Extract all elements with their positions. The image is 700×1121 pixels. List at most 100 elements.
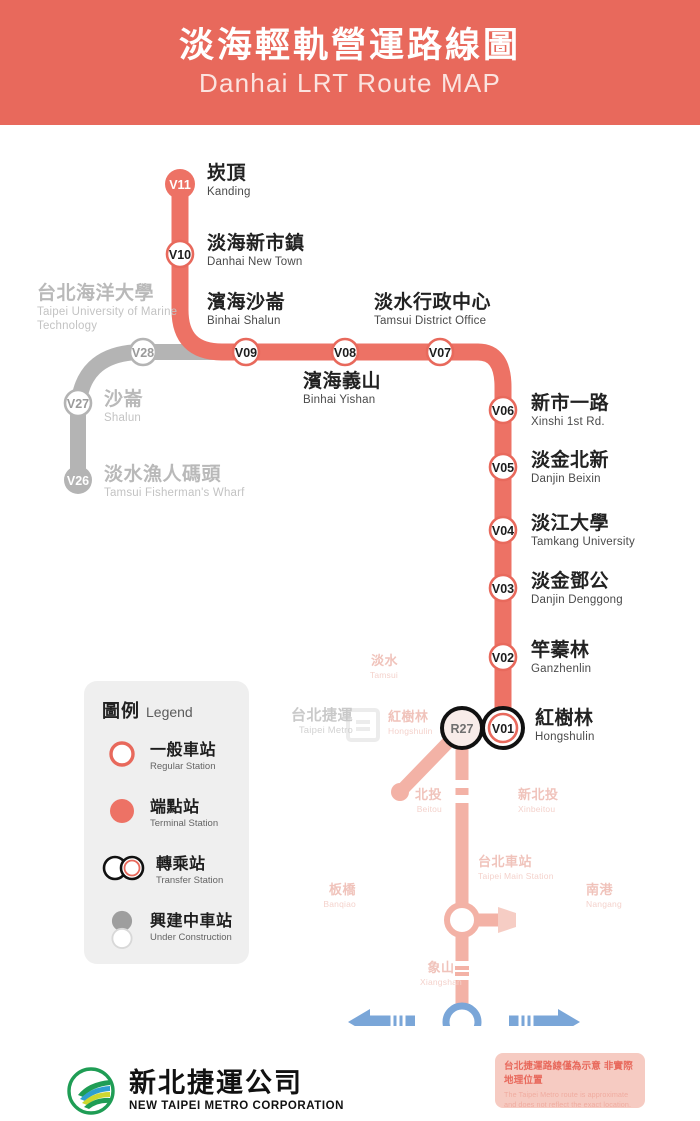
station-label-zh: 淡水漁人碼頭 bbox=[104, 464, 222, 485]
station-marker-V04[interactable] bbox=[488, 515, 518, 545]
station-label-en: Tamkang University bbox=[531, 535, 635, 548]
operator-label-en: Taipei Metro bbox=[298, 725, 354, 737]
metro-branch-label-xiangshan: 象山 Xiangshan bbox=[415, 960, 467, 987]
metro-branch-label-nangang: 南港 Nangang bbox=[586, 882, 622, 909]
station-code-V27: V27 bbox=[67, 397, 89, 411]
station-marker-V01[interactable] bbox=[487, 712, 519, 744]
station-label-V26: 淡水漁人碼頭 Tamsui Fisherman's Wharf bbox=[104, 464, 245, 501]
station-label-en: Xinshi 1st Rd. bbox=[531, 415, 605, 428]
station-marker-V11[interactable] bbox=[165, 169, 195, 199]
lrt-line bbox=[171, 175, 512, 737]
station-label-V10: 淡海新市鎮 Danhai New Town bbox=[207, 233, 305, 270]
station-label-V11: 崁頂 Kanding bbox=[207, 163, 251, 200]
regular-station-icon bbox=[109, 741, 135, 767]
legend-item-terminal-station: 端點站 Terminal Station bbox=[102, 796, 242, 842]
station-marker-V26[interactable] bbox=[64, 466, 92, 494]
page-title-en: Danhai LRT Route MAP bbox=[199, 68, 501, 99]
station-code-V02: V02 bbox=[492, 651, 514, 665]
legend-item-en: Regular Station bbox=[150, 761, 216, 773]
station-label-en: Shalun bbox=[104, 411, 142, 424]
branch-label-en: Xiangshan bbox=[420, 976, 462, 987]
metro-branch-label-tamsui: 淡水 Tamsui bbox=[362, 653, 398, 680]
station-label-en: Tamsui Fisherman's Wharf bbox=[104, 486, 245, 499]
branch-label-zh: 南港 bbox=[586, 882, 614, 897]
station-marker-V06[interactable] bbox=[488, 395, 518, 425]
station-marker-V09[interactable] bbox=[231, 337, 261, 367]
legend-item-regular-station: 一般車站 Regular Station bbox=[102, 739, 242, 785]
branch-label-en: Taipei Main Station bbox=[478, 870, 554, 881]
station-code-R27: R27 bbox=[451, 722, 474, 736]
legend-title-en: Legend bbox=[146, 704, 193, 720]
station-label-V02: 竿蓁林 Ganzhenlin bbox=[531, 640, 591, 677]
station-label-V08: 濱海義山 Binhai Yishan bbox=[303, 371, 381, 408]
branch-label-zh: 板橋 bbox=[328, 882, 356, 897]
legend-item-under-construction: 興建中車站 Under Construction bbox=[102, 910, 242, 956]
taipei-metro-network bbox=[346, 708, 580, 1026]
legend-item-transfer-station: 轉乘站 Transfer Station bbox=[102, 853, 242, 899]
branch-label-zh: 台北車站 bbox=[478, 854, 533, 869]
station-label-V27: 沙崙 Shalun bbox=[104, 389, 143, 426]
branch-label-en: Nangang bbox=[586, 898, 622, 909]
station-label-V05: 淡金北新 Danjin Beixin bbox=[531, 450, 609, 487]
legend-item-zh: 興建中車站 bbox=[150, 913, 233, 930]
station-label-V09: 濱海沙崙 Binhai Shalun bbox=[207, 292, 285, 329]
station-marker-V28[interactable] bbox=[128, 337, 158, 367]
station-label-en: Danjin Beixin bbox=[531, 472, 601, 485]
station-label-en: Taipei University of Marine Technology bbox=[37, 305, 178, 332]
station-label-zh: 濱海沙崙 bbox=[207, 292, 286, 313]
station-marker-V02[interactable] bbox=[488, 642, 518, 672]
station-code-V06: V06 bbox=[492, 404, 514, 418]
branch-label-en: Tamsui bbox=[369, 669, 398, 680]
station-label-en: Binhai Shalun bbox=[207, 314, 281, 327]
station-code-V07: V07 bbox=[429, 346, 451, 360]
station-code-V01: V01 bbox=[492, 722, 514, 736]
metro-transfer-en: Hongshulin bbox=[388, 725, 433, 736]
station-codes: V11 V10 V09 V08 V07 V06 V05 V04 V03 V02 … bbox=[67, 178, 514, 736]
page-header: 淡海輕軌營運路線圖 Danhai LRT Route MAP bbox=[0, 0, 700, 125]
station-label-V07: 淡水行政中心 Tamsui District Office bbox=[374, 292, 491, 329]
station-markers bbox=[63, 169, 525, 750]
metro-transfer-zh: 紅樹林 bbox=[388, 709, 429, 724]
disclaimer-en: The Taipei Metro route is approximate an… bbox=[504, 1089, 632, 1109]
station-label-V28: 台北海洋大學 Taipei University of Marine Techn… bbox=[37, 283, 187, 333]
station-label-zh: 淡江大學 bbox=[531, 513, 610, 534]
metro-branch-label-taipei-main: 台北車站 Taipei Main Station bbox=[478, 854, 554, 881]
station-code-V03: V03 bbox=[492, 582, 514, 596]
new-taipei-metro-logo-icon bbox=[67, 1067, 115, 1115]
station-label-zh: 紅樹林 bbox=[535, 708, 594, 729]
taipei-metro-operator-label: 台北捷運 Taipei Metro bbox=[291, 707, 353, 737]
transfer-station-icon bbox=[102, 855, 145, 881]
branch-label-zh: 象山 bbox=[427, 960, 455, 975]
station-label-zh: 沙崙 bbox=[104, 389, 144, 410]
station-code-V09: V09 bbox=[235, 346, 257, 360]
route-map-svg: V11 V10 V09 V08 V07 V06 V05 V04 V03 V02 … bbox=[63, 169, 580, 1026]
station-label-en: Danjin Denggong bbox=[531, 593, 623, 606]
station-label-zh: 淡金北新 bbox=[531, 450, 610, 471]
station-label-zh: 淡金鄧公 bbox=[531, 571, 610, 592]
station-code-V05: V05 bbox=[492, 461, 514, 475]
station-code-V28: V28 bbox=[132, 346, 154, 360]
legend-item-en: Under Construction bbox=[150, 932, 232, 944]
station-label-en: Danhai New Town bbox=[207, 255, 303, 268]
station-marker-V05[interactable] bbox=[488, 452, 518, 482]
station-marker-V03[interactable] bbox=[488, 573, 518, 603]
station-label-en: Tamsui District Office bbox=[374, 314, 487, 327]
station-marker-V08[interactable] bbox=[330, 337, 360, 367]
station-label-en: Kanding bbox=[207, 185, 251, 198]
station-label-V04: 淡江大學 Tamkang University bbox=[531, 513, 635, 550]
metro-branch-label-xinbeitou: 新北投 Xinbeitou bbox=[518, 787, 559, 814]
legend-item-zh: 端點站 bbox=[150, 799, 200, 816]
station-marker-V27[interactable] bbox=[63, 388, 93, 418]
metro-branch-label-banqiao: 板橋 Banqiao bbox=[316, 882, 356, 909]
station-marker-V10[interactable] bbox=[165, 239, 195, 269]
legend-item-en: Terminal Station bbox=[150, 818, 219, 830]
station-label-zh: 淡海新市鎮 bbox=[207, 233, 305, 254]
station-marker-V07[interactable] bbox=[425, 337, 455, 367]
metro-transfer-label: 紅樹林 Hongshulin bbox=[388, 709, 433, 736]
station-label-zh: 崁頂 bbox=[207, 163, 247, 184]
station-label-en: Hongshulin bbox=[535, 730, 595, 743]
operator-label-zh: 台北捷運 bbox=[291, 707, 354, 724]
company-name-en: NEW TAIPEI METRO CORPORATION bbox=[129, 1099, 344, 1112]
